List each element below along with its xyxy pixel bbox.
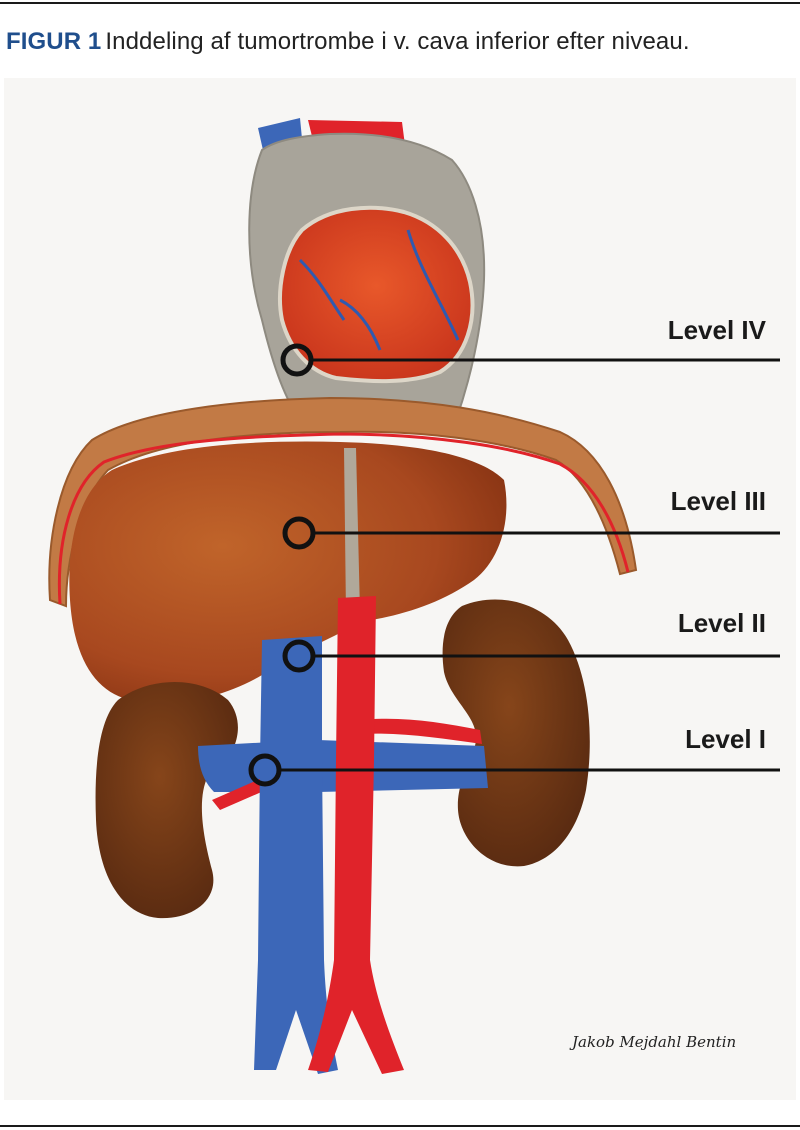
left-kidney (442, 599, 590, 867)
level-markers (248, 343, 780, 787)
level-i-marker (248, 753, 282, 787)
level-iv-label: Level IV (667, 315, 766, 345)
level-iii-label: Level III (670, 486, 766, 516)
level-iii-marker (282, 516, 316, 550)
diaphragm-edge (57, 432, 630, 605)
left-renal-artery (360, 718, 482, 744)
figure-label: FIGUR 1 (6, 28, 102, 55)
bottom-rule (0, 1125, 800, 1127)
falciform-ligament (344, 448, 360, 614)
heart (278, 205, 475, 384)
level-ii-marker (282, 639, 316, 673)
abdominal-aorta (308, 596, 404, 1074)
diaphragm (48, 396, 638, 608)
artist-signature: Jakob Mejdahl Bentin (572, 1033, 737, 1051)
right-renal-artery (212, 778, 266, 810)
inferior-vena-cava (254, 636, 338, 1074)
caption-text: Inddeling af tumortrombe i v. cava infer… (105, 28, 690, 55)
level-ii-label: Level II (677, 608, 766, 638)
top-rule (0, 2, 800, 4)
level-iv-marker (280, 343, 314, 377)
anatomy-illustration (4, 78, 796, 1100)
level-i-label: Level I (685, 724, 766, 754)
liver (69, 441, 507, 704)
coronary-vessels (298, 229, 460, 351)
right-kidney (95, 682, 238, 919)
